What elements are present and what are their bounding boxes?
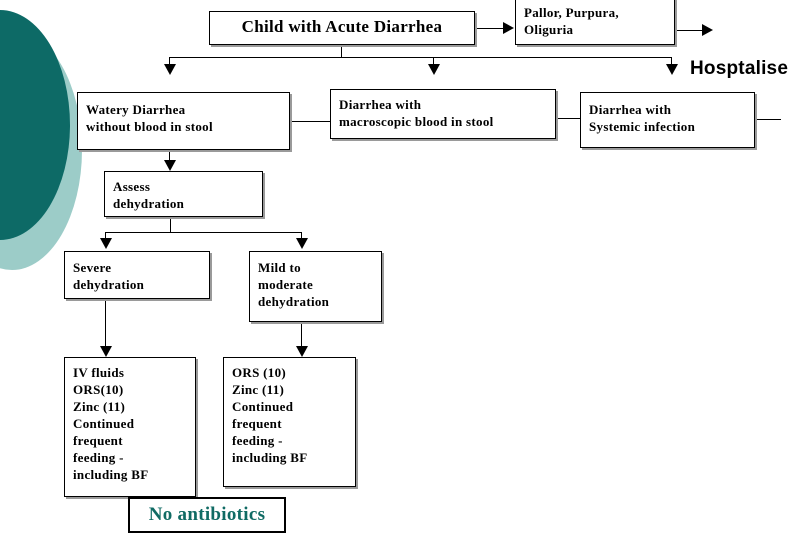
- node-mild-line-2: moderate: [258, 277, 314, 292]
- edge-assess-stem: [170, 217, 171, 232]
- node-assess-line-2: dehydration: [113, 196, 185, 211]
- edge-watery-to-assess: [169, 150, 170, 164]
- node-assess-line-1: Assess: [113, 179, 151, 194]
- edge-redflags-to-hospitalise: [675, 30, 705, 31]
- node-tx-left-line-7: including BF: [73, 467, 149, 482]
- arrowhead-redflags-right: [702, 24, 713, 36]
- arrowhead-assess: [164, 160, 176, 171]
- node-systemic-line-2: Systemic infection: [589, 119, 696, 134]
- edge-severe-to-treatment: [105, 299, 106, 351]
- node-watery-line-2: without blood in stool: [86, 119, 213, 134]
- node-redflags-line-1: Pallor, Purpura,: [524, 5, 619, 20]
- node-redflags-line-2: Oliguria: [524, 22, 574, 37]
- node-macro-line-2: macroscopic blood in stool: [339, 114, 494, 129]
- node-systemic-line-1: Diarrhea with: [589, 102, 672, 117]
- node-assess-dehydration: Assess dehydration: [104, 171, 263, 217]
- edge-root-to-redflags: [475, 28, 505, 29]
- node-root-label: Child with Acute Diarrhea: [241, 17, 443, 36]
- node-no-antibiotics: No antibiotics: [128, 497, 286, 533]
- arrowhead-branch-3: [666, 64, 678, 75]
- edge-systemic-right-stub: [755, 119, 781, 120]
- edge-severe-drop: [105, 232, 106, 241]
- arrowhead-treatment-left: [100, 346, 112, 357]
- node-treatment-mild-moderate: ORS (10) Zinc (11) Continued frequent fe…: [223, 357, 356, 487]
- arrowhead-branch-2: [428, 64, 440, 75]
- arrowhead-branch-1: [164, 64, 176, 75]
- edge-assess-fanout-bus: [105, 232, 302, 233]
- node-tx-right-line-4: frequent: [232, 416, 282, 431]
- node-severe-line-1: Severe: [73, 260, 112, 275]
- node-mild-moderate-dehydration: Mild to moderate dehydration: [249, 251, 382, 322]
- node-tx-right-line-2: Zinc (11): [232, 382, 285, 397]
- edge-watery-to-macro: [290, 121, 330, 122]
- arrowhead-mild: [296, 238, 308, 249]
- node-tx-right-line-6: including BF: [232, 450, 308, 465]
- node-macroscopic-blood-diarrhea: Diarrhea with macroscopic blood in stool: [330, 89, 556, 139]
- node-systemic-infection-diarrhea: Diarrhea with Systemic infection: [580, 92, 755, 148]
- node-tx-left-line-2: ORS(10): [73, 382, 124, 397]
- edge-macro-to-systemic: [556, 118, 580, 119]
- hospitalise-label: Hosptalise: [690, 58, 789, 79]
- edge-mild-drop: [301, 232, 302, 241]
- node-watery-line-1: Watery Diarrhea: [86, 102, 186, 117]
- arrowhead-root-to-redflags: [503, 22, 514, 34]
- edge-root-fanout-bus: [169, 57, 672, 58]
- node-tx-left-line-5: frequent: [73, 433, 123, 448]
- node-severe-dehydration: Severe dehydration: [64, 251, 210, 299]
- edge-branch-2-drop: [433, 57, 434, 67]
- edge-root-stem: [341, 45, 342, 58]
- arrowhead-severe: [100, 238, 112, 249]
- edge-mild-to-treatment: [301, 322, 302, 351]
- node-severe-line-2: dehydration: [73, 277, 145, 292]
- node-pallor-purpura-oliguria: Pallor, Purpura, Oliguria: [515, 0, 675, 45]
- edge-branch-1-drop: [169, 57, 170, 67]
- node-watery-diarrhea: Watery Diarrhea without blood in stool: [77, 92, 290, 150]
- node-tx-left-line-4: Continued: [73, 416, 135, 431]
- node-mild-line-3: dehydration: [258, 294, 330, 309]
- node-mild-line-1: Mild to: [258, 260, 301, 275]
- node-tx-right-line-1: ORS (10): [232, 365, 287, 380]
- node-no-antibiotics-label: No antibiotics: [148, 504, 266, 525]
- node-tx-right-line-3: Continued: [232, 399, 294, 414]
- node-macro-line-1: Diarrhea with: [339, 97, 422, 112]
- node-child-with-acute-diarrhea: Child with Acute Diarrhea: [209, 11, 475, 45]
- node-treatment-severe: IV fluids ORS(10) Zinc (11) Continued fr…: [64, 357, 196, 497]
- node-tx-left-line-1: IV fluids: [73, 365, 125, 380]
- node-tx-left-line-6: feeding -: [73, 450, 124, 465]
- arrowhead-treatment-right: [296, 346, 308, 357]
- node-tx-left-line-3: Zinc (11): [73, 399, 126, 414]
- edge-branch-3-drop: [671, 57, 672, 67]
- node-tx-right-line-5: feeding -: [232, 433, 283, 448]
